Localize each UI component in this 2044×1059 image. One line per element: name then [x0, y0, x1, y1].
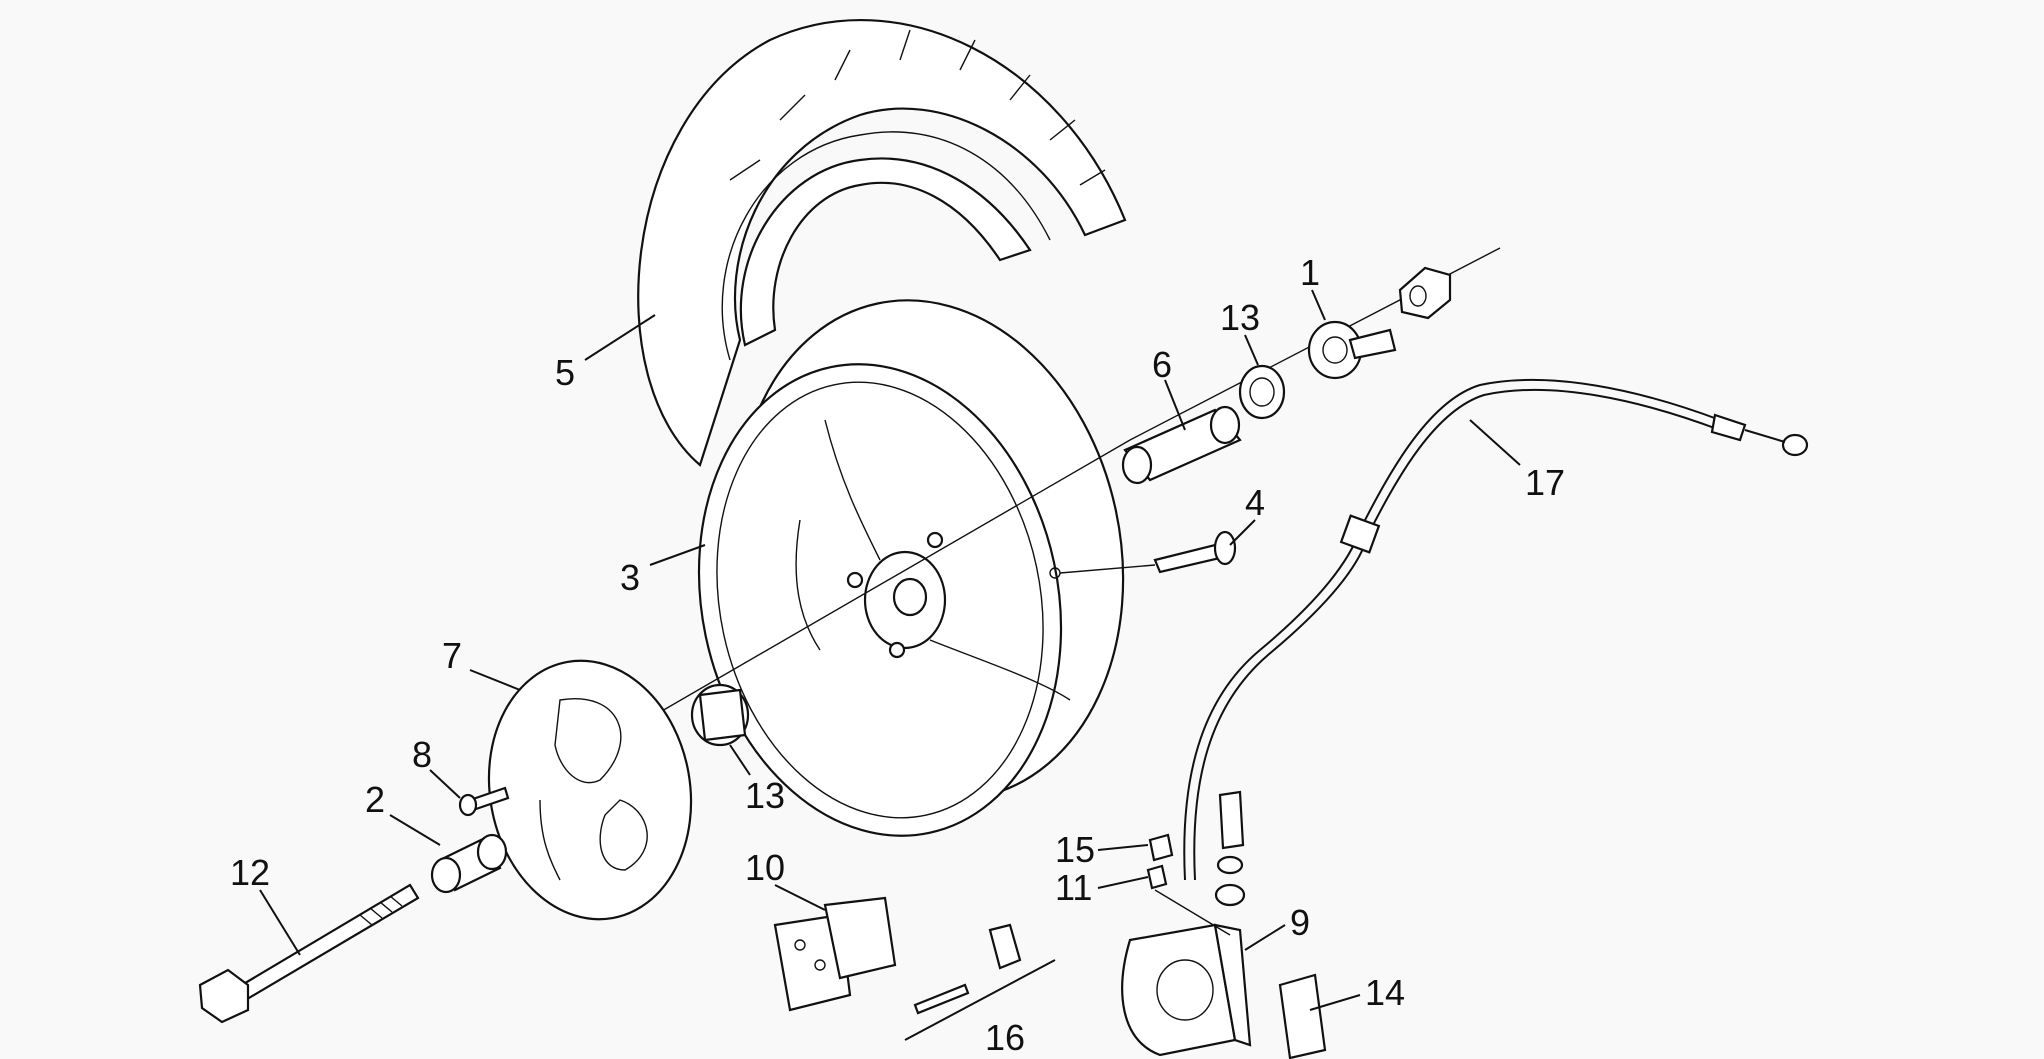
callout-15: 15	[1055, 829, 1095, 870]
leader-lines	[259, 289, 1521, 1011]
callout-3: 3	[620, 557, 640, 598]
brake-pads-part-10	[773, 896, 897, 1012]
leader-6	[1164, 379, 1186, 431]
wheel-rim	[697, 299, 1125, 837]
callout-1: 1	[1300, 252, 1320, 293]
pad-spring-part-14	[1278, 973, 1327, 1059]
leader-3	[649, 544, 706, 566]
callout-12: 12	[230, 852, 270, 893]
leader-4	[1229, 519, 1256, 546]
valve-part-4	[1059, 530, 1237, 574]
leader-5	[584, 314, 656, 361]
leader-13-lower	[729, 744, 751, 776]
brake-hose-part-17	[1183, 378, 1809, 881]
axle-bolt-part-12	[198, 883, 420, 1024]
leader-15	[1097, 844, 1149, 851]
callout-2: 2	[365, 779, 385, 820]
spacer-part-6	[1121, 405, 1242, 485]
leader-7	[469, 669, 521, 691]
leader-8	[429, 769, 461, 799]
callout-16: 16	[985, 1017, 1025, 1058]
speedometer-drive-part-1	[1307, 320, 1397, 380]
caliper-part-9	[1121, 923, 1252, 1057]
callouts: 1 2 3 4 5 6 7 8 9 10 11 12 13 13 14 15 1…	[230, 252, 1565, 1058]
leader-14	[1309, 994, 1361, 1011]
callout-14: 14	[1365, 972, 1405, 1013]
callout-8: 8	[412, 734, 432, 775]
leader-9	[1244, 924, 1286, 951]
callout-13-top: 13	[1220, 297, 1260, 338]
leader-12	[259, 889, 301, 956]
callout-9: 9	[1290, 902, 1310, 943]
bearing-part-13-top	[1238, 364, 1286, 420]
spacer-part-2	[430, 833, 508, 894]
callout-5: 5	[555, 352, 575, 393]
bolt-part-8	[458, 786, 510, 817]
tire	[637, 19, 1127, 467]
callout-11: 11	[1055, 867, 1092, 908]
bearing-part-13-lower	[690, 683, 750, 747]
leader-13-top	[1244, 334, 1259, 366]
pins-part-16	[904, 923, 1056, 1041]
leader-10	[774, 884, 826, 911]
leader-2	[389, 814, 441, 846]
callout-10: 10	[745, 847, 785, 888]
callout-17: 17	[1525, 462, 1565, 503]
callout-4: 4	[1245, 482, 1265, 523]
callout-7: 7	[442, 635, 462, 676]
axle-nut	[1398, 266, 1452, 320]
bleeder-parts-15-11	[1146, 833, 1231, 936]
leader-1	[1311, 289, 1326, 321]
brake-disc-part-7	[487, 659, 693, 921]
callout-13-lower: 13	[745, 775, 785, 816]
banjo-bolt	[1214, 790, 1246, 907]
leader-17	[1469, 419, 1521, 466]
callout-6: 6	[1152, 344, 1172, 385]
leader-11	[1097, 876, 1149, 889]
